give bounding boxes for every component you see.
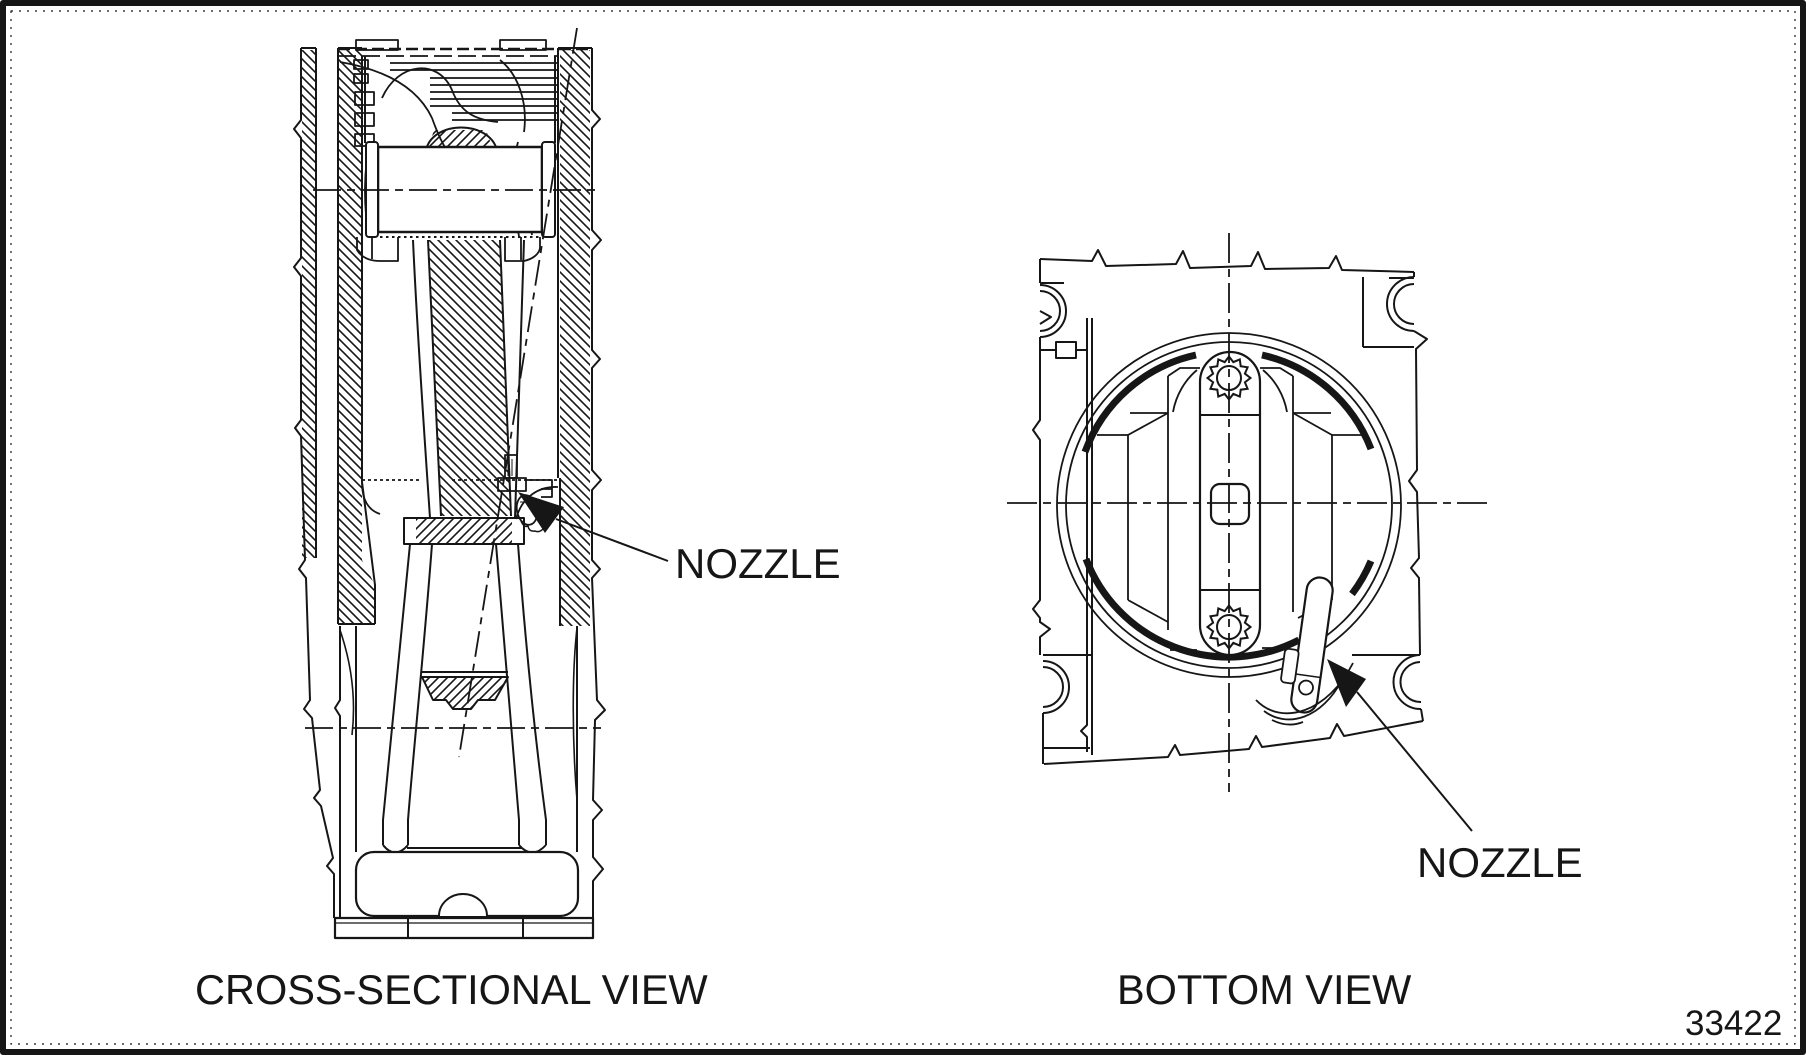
left-view-caption: CROSS-SECTIONAL VIEW [195,966,709,1013]
rod-web-hatch [428,240,511,516]
bore-thick-arcs [1081,351,1375,661]
figure-number: 33422 [1685,1004,1782,1043]
rod-fork-left [382,543,433,854]
oil-spray-nozzle-right [1280,576,1334,714]
cross-sectional-view-drawing [293,27,669,940]
block-inner-step-right [1362,277,1414,348]
nozzle-leader-right [1356,691,1473,832]
cylinder-wall-right-inner-line [557,48,578,852]
crankcase-inner-curves [339,627,578,801]
piston-ring-lines [390,62,557,121]
pin-boss-arch-hatch [428,130,493,149]
oil-pan-rail [333,916,595,940]
piston-ring-grooves-left [353,59,375,147]
cylinder-wall-right-hatch [560,50,590,626]
rod-big-end-bar-hatch [416,519,512,543]
oil-pan-rail-joints [407,918,524,938]
right-view-caption: BOTTOM VIEW [1117,966,1412,1013]
nozzle-arrow-left [518,492,564,533]
nozzle-leader-left [555,518,669,562]
nozzle-arrow-right [1327,659,1366,707]
page-border-ticks [10,10,1796,1045]
rod-center-boss [1209,482,1251,526]
rod-web-edges [427,239,512,517]
cylinder-liner-left-hatch [338,50,375,624]
cylinder-axis-line [458,27,578,758]
liner-seat-lines [1080,318,1093,755]
rod-capsule-chords [1200,414,1260,591]
block-left-lug [1055,341,1077,359]
block-left-edge [1032,259,1092,764]
rod-fork-right [495,543,547,854]
cylinder-wall-left-outer-hatch [302,50,315,558]
rod-flanges [412,239,525,519]
bearing-cap-arch [438,893,488,917]
valve-section-left [355,39,399,51]
rod-big-end-bar [403,517,525,545]
nozzle-label-right: NOZZLE [1417,839,1583,886]
piston-bowl-curves [339,59,526,150]
valve-section-right [499,39,547,51]
nozzle-label-left: NOZZLE [675,540,841,587]
cylinder-liner-left-edges [337,48,376,625]
cylinder-wall-left-outer-edge [293,48,335,918]
block-right-edge [1352,272,1428,722]
pin-boss-arch [425,126,498,151]
cylinder-wall-right-outer-edge [591,48,606,918]
crankcase-wall-left-lines [334,626,357,918]
counterweight-wedge [421,676,509,710]
piston-skirt-foot-left [356,237,399,262]
bottom-view-drawing [1007,233,1492,832]
block-top-edge [1039,249,1415,273]
block-bottom-edge [1043,720,1424,765]
